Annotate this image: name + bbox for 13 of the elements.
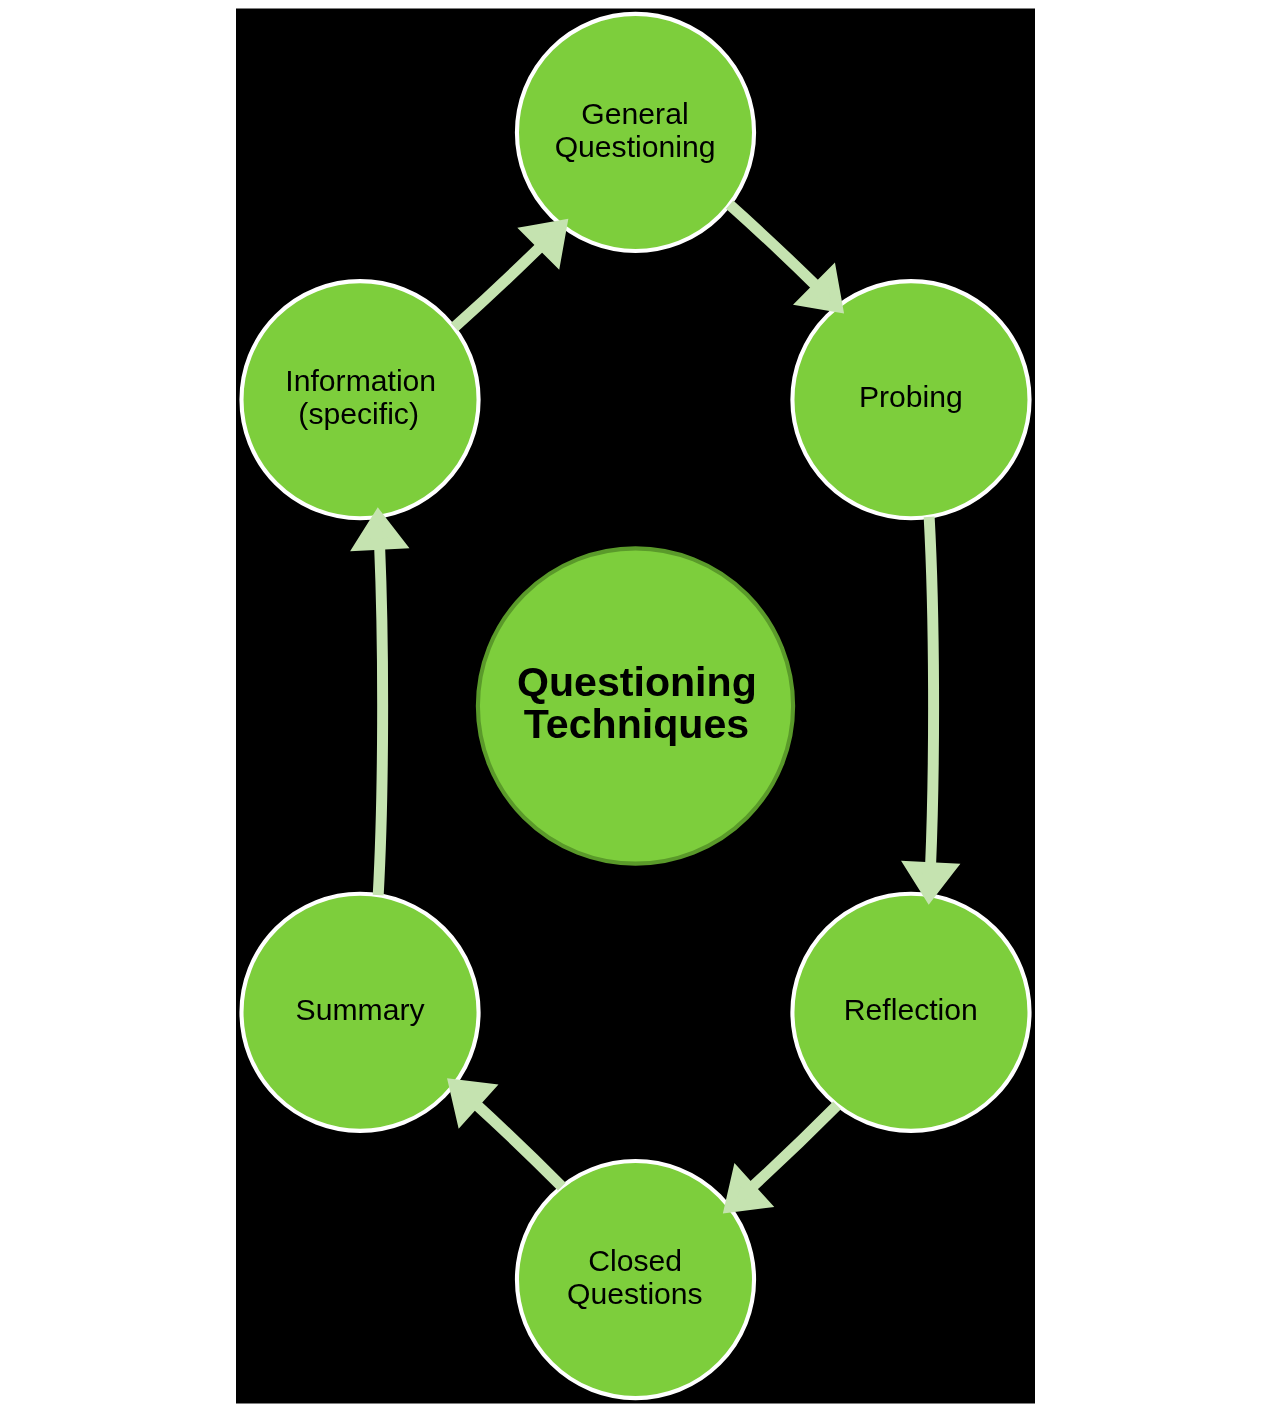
arrow <box>450 218 568 332</box>
arrow <box>900 516 960 905</box>
node-circle: Summary <box>238 891 481 1133</box>
arrow <box>446 1078 566 1191</box>
node-circle: Reflection <box>789 891 1032 1133</box>
node-circle: Information (specific) <box>238 279 481 521</box>
node-circle: General Questioning <box>514 11 756 254</box>
node-circle: Questioning Techniques <box>475 546 795 866</box>
node-circle: Probing <box>789 279 1032 521</box>
arrow <box>349 507 409 896</box>
arrow <box>722 1101 841 1214</box>
node-circle: Closed Questions <box>514 1158 756 1401</box>
arrow <box>725 200 844 314</box>
